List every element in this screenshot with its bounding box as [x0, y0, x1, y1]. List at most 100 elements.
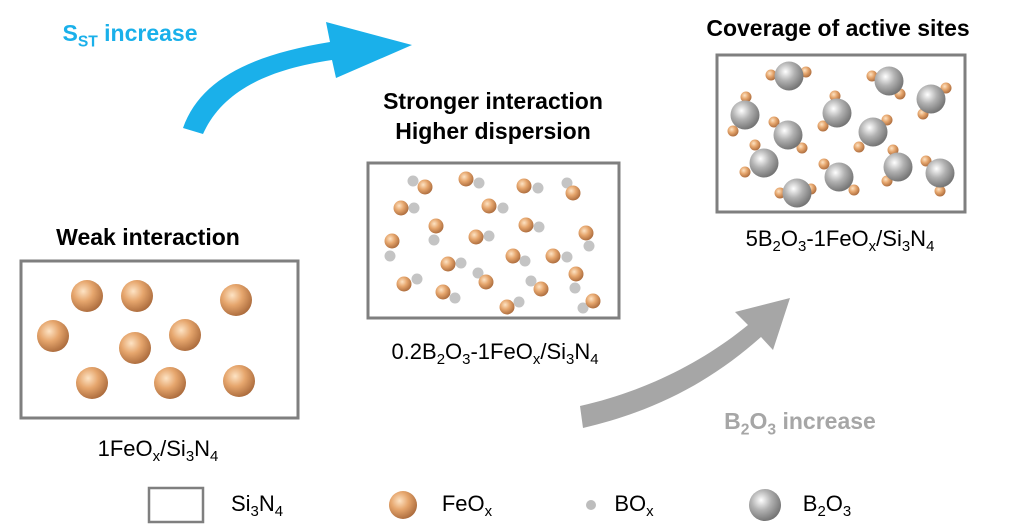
b2o3-sphere	[773, 120, 803, 150]
feox-sphere	[940, 82, 952, 94]
feox-sphere	[396, 276, 412, 292]
box-blob-icon	[586, 500, 596, 510]
subscript: 4	[926, 238, 935, 256]
subscript: x	[484, 503, 493, 521]
b2o3-sphere	[822, 98, 852, 128]
text-segment: N	[258, 491, 275, 516]
feox-sphere	[516, 178, 532, 194]
feox-sphere	[478, 274, 494, 290]
b2o3-sphere	[858, 117, 888, 147]
feox-sphere	[76, 367, 108, 399]
subscript: 3	[250, 503, 259, 521]
feox-sphere	[440, 256, 456, 272]
subscript: x	[152, 448, 161, 466]
box-blob	[428, 234, 440, 246]
box-blob	[561, 177, 573, 189]
feox-sphere	[435, 284, 451, 300]
subscript: 4	[210, 448, 219, 466]
b2o3-sphere	[782, 178, 812, 208]
subscript: 4	[274, 503, 284, 521]
feox-sphere	[533, 281, 549, 297]
box-blob	[533, 221, 545, 233]
box-blob	[407, 175, 419, 187]
box-blob	[569, 282, 581, 294]
text-segment: B	[802, 491, 818, 516]
panel-2-heading-line2: Higher dispersion	[395, 118, 591, 144]
b2o3-sphere	[749, 148, 779, 178]
subscript: x	[532, 351, 541, 369]
text-segment: O	[445, 339, 463, 364]
box-blob	[408, 202, 420, 214]
feox-sphere	[384, 233, 400, 249]
gray-arrow	[580, 298, 790, 428]
box-blob	[497, 202, 509, 214]
feox-sphere	[749, 139, 761, 151]
feox-sphere	[505, 248, 521, 264]
feox-sphere	[817, 120, 829, 132]
legend-box-label: BOx	[614, 491, 653, 520]
text-segment: N	[910, 226, 927, 251]
feox-sphere	[499, 299, 515, 315]
feox-sphere	[428, 218, 444, 234]
feox-sphere	[518, 217, 534, 233]
subscript: x	[646, 503, 654, 521]
feox-sphere	[121, 280, 153, 312]
feox-sphere	[220, 284, 252, 316]
sst-increase-label: SST increase	[62, 20, 198, 50]
feox-sphere	[881, 114, 893, 126]
text-segment: /Si	[540, 339, 567, 364]
box-blob	[561, 251, 573, 263]
subscript: 3	[462, 351, 471, 369]
feox-sphere	[71, 280, 103, 312]
subscript: 2	[740, 421, 750, 439]
text-segment: O	[780, 226, 798, 251]
feox-sphere	[223, 365, 255, 397]
subscript: 2	[436, 351, 446, 369]
text-segment: increase	[97, 20, 198, 46]
feox-sphere	[920, 155, 932, 167]
feox-sphere	[545, 248, 561, 264]
box-blob	[583, 240, 595, 252]
feox-sphere	[568, 266, 584, 282]
legend-feox-label: FeOx	[442, 493, 492, 520]
feox-sphere	[37, 320, 69, 352]
panel-3-caption: 5B2O3-1FeOx/Si3N4	[746, 226, 935, 255]
text-segment: B	[724, 408, 741, 434]
feox-sphere	[578, 225, 594, 241]
feox-sphere	[768, 116, 780, 128]
subscript: 3	[901, 238, 911, 256]
box-blob	[455, 257, 467, 269]
box-blob	[449, 292, 461, 304]
feox-sphere	[796, 142, 808, 154]
text-segment: increase	[776, 408, 876, 434]
text-segment: S	[62, 20, 78, 46]
text-segment: -1FeO	[806, 226, 869, 251]
feox-sphere	[727, 125, 739, 137]
feox-box-particles-2	[384, 171, 601, 315]
panel-1-heading: Weak interaction	[56, 224, 240, 250]
text-segment: BO	[614, 491, 647, 516]
text-segment: N	[194, 436, 211, 461]
b2o3-sphere	[824, 162, 854, 192]
box-blob	[525, 275, 537, 287]
feox-sphere	[774, 187, 786, 199]
feox-sphere	[154, 367, 186, 399]
box-blob	[577, 302, 589, 314]
feox-sphere	[585, 293, 601, 309]
text-segment: /Si	[876, 226, 902, 251]
panel-1-caption: 1FeOx/Si3N4	[98, 436, 219, 465]
b2o3-sphere-icon	[749, 489, 781, 521]
subscript: 3	[767, 421, 777, 439]
feox-particles-1	[37, 280, 255, 399]
panel-2-caption: 0.2B2O3-1FeOx/Si3N4	[391, 339, 598, 368]
feox-sphere	[417, 179, 433, 195]
b2o3-particles-3	[727, 61, 955, 208]
text-segment: O	[749, 408, 768, 434]
b2o3-sphere	[874, 66, 904, 96]
b2o3-sphere	[774, 61, 804, 91]
box-blob	[532, 182, 544, 194]
box-blob	[411, 273, 423, 285]
text-segment: Si	[230, 491, 251, 516]
feox-sphere	[740, 91, 752, 103]
